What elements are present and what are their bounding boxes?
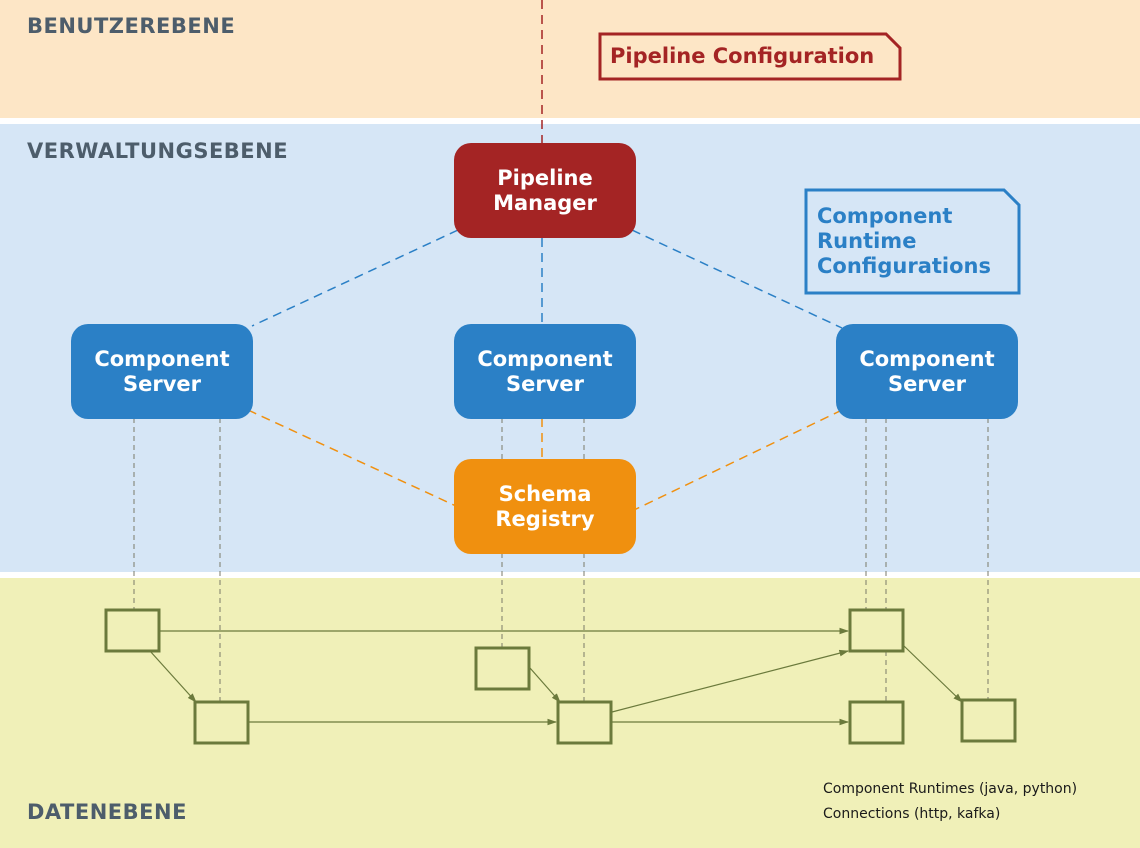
runtime-box bbox=[960, 698, 1017, 743]
component-server-right-node[interactable]: Component Server bbox=[836, 324, 1018, 419]
schema-registry-label: Schema Registry bbox=[495, 481, 595, 531]
runtime-connection bbox=[149, 650, 197, 703]
component-server-center-node[interactable]: Component Server bbox=[454, 324, 636, 419]
runtime-box bbox=[104, 608, 161, 653]
legend-runtimes: Component Runtimes (java, python) bbox=[823, 781, 1078, 797]
runtime-box bbox=[848, 608, 905, 653]
legend-connections: Connections (http, kafka) bbox=[823, 806, 1001, 822]
pipeline-configuration-note: Pipeline Configuration bbox=[610, 44, 875, 68]
runtime-connection bbox=[903, 645, 963, 703]
component-server-label: Component Server bbox=[477, 346, 613, 396]
runtime-box bbox=[193, 700, 250, 745]
component-server-left-node[interactable]: Component Server bbox=[71, 324, 253, 419]
layer-label-user: BENUTZEREBENE bbox=[27, 14, 236, 38]
layer-label-admin: VERWALTUNGSEBENE bbox=[27, 139, 289, 163]
runtime-connection bbox=[529, 667, 561, 703]
runtime-connection bbox=[611, 649, 849, 713]
schema-registry-node[interactable]: Schema Registry bbox=[454, 459, 636, 554]
manager-server-right-link bbox=[631, 229, 843, 329]
server-right-registry-link bbox=[633, 409, 843, 511]
runtime-box bbox=[848, 700, 905, 745]
pipeline-configuration-note-frame bbox=[598, 32, 902, 81]
runtime-box bbox=[556, 700, 613, 745]
server-left-registry-link bbox=[247, 409, 457, 507]
component-server-label: Component Server bbox=[94, 346, 230, 396]
manager-server-left-link bbox=[251, 229, 459, 327]
layer-label-data: DATENEBENE bbox=[27, 800, 187, 824]
pipeline-manager-label: Pipeline Manager bbox=[493, 165, 597, 215]
benutzerebene-layer bbox=[0, 0, 1140, 118]
component-server-label: Component Server bbox=[859, 346, 995, 396]
component-runtime-configurations-note: Component Runtime Configurations bbox=[817, 204, 991, 278]
runtime-configurations-note-frame bbox=[804, 188, 1021, 295]
pipeline-manager-node[interactable]: Pipeline Manager bbox=[454, 143, 636, 238]
datenebene-layer bbox=[0, 578, 1140, 848]
runtime-box bbox=[474, 646, 531, 691]
